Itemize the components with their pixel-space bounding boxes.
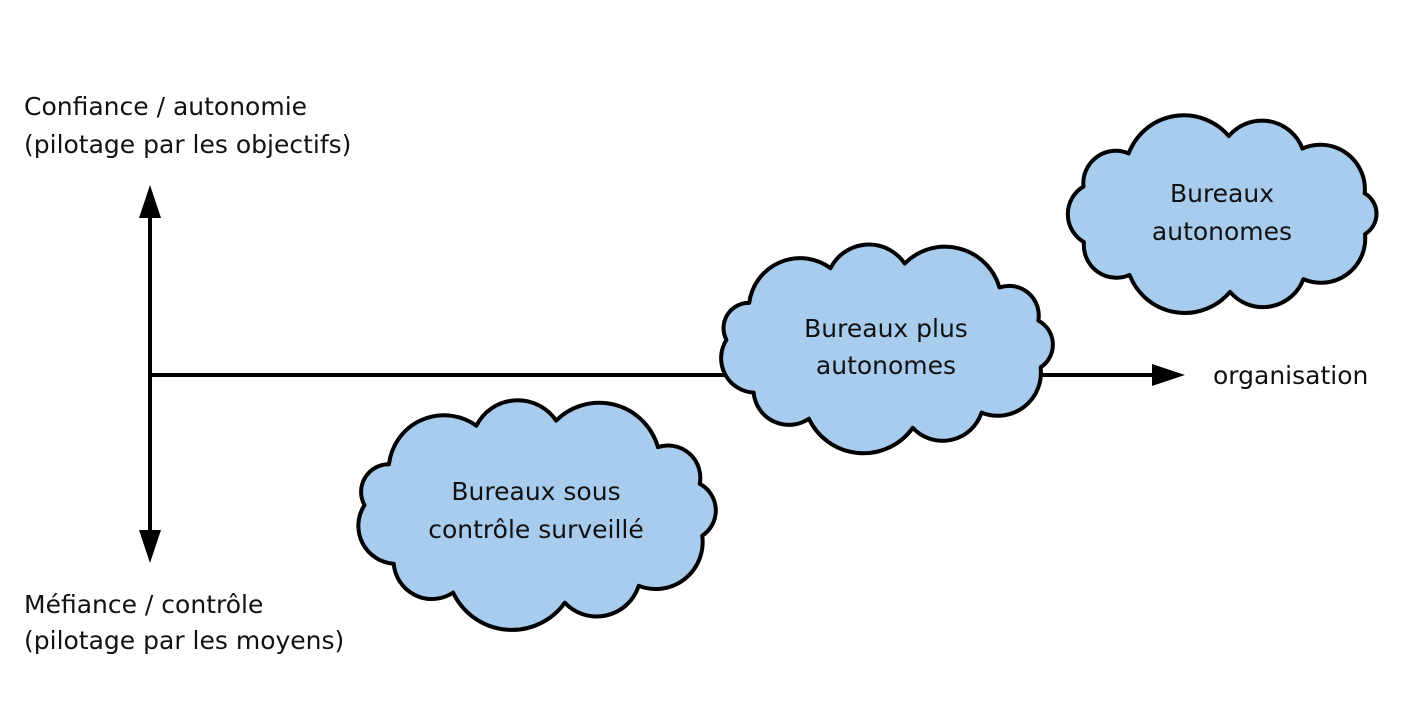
cloud-label-line1: Bureaux plus (804, 314, 968, 343)
cloud-label-line2: autonomes (816, 351, 956, 380)
arrow-right-icon (1152, 364, 1185, 386)
cloud-label-line2: contrôle surveillé (428, 515, 644, 544)
cloud-label-line1: Bureaux sous (451, 477, 620, 506)
cloud-1: Bureaux sous contrôle surveillé (356, 398, 718, 632)
arrow-up-icon (139, 185, 161, 218)
cloud-label-line1: Bureaux (1170, 179, 1274, 208)
cloud-shape (719, 242, 1055, 456)
y-axis-top-label-line2: (pilotage par les objectifs) (24, 130, 352, 159)
cloud-3: Bureaux autonomes (1065, 113, 1379, 315)
x-axis-label: organisation (1213, 361, 1369, 390)
cloud-label-line2: autonomes (1152, 217, 1292, 246)
y-axis-bottom-label-line1: Méfiance / contrôle (24, 590, 264, 619)
cloud-2: Bureaux plus autonomes (719, 242, 1055, 456)
y-axis-bottom-label-line2: (pilotage par les moyens) (24, 626, 345, 655)
cloud-shape (1065, 113, 1379, 315)
y-axis-top-label-line1: Confiance / autonomie (24, 92, 308, 121)
arrow-down-icon (139, 530, 161, 563)
cloud-shape (356, 398, 718, 632)
